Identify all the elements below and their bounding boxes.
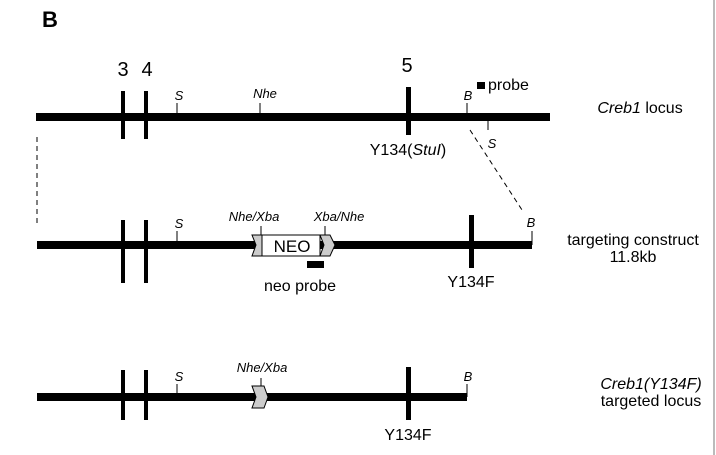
probe-label: probe: [488, 77, 529, 94]
exon-4: [144, 91, 148, 139]
exon-5: [406, 87, 411, 135]
homology-right-dash: [469, 129, 525, 214]
probe-marker: [477, 82, 485, 89]
exon-3-label: 3: [117, 59, 128, 81]
neo-cassette: [261, 234, 321, 257]
site-b: B: [527, 215, 536, 230]
site-s: S: [175, 216, 184, 231]
mutation-label: Y134(StuI): [370, 142, 447, 159]
neo-probe-marker: [307, 261, 324, 268]
site-s: S: [175, 88, 184, 103]
site-s2: S: [488, 136, 497, 151]
site-b: B: [464, 88, 473, 103]
site-s: S: [175, 369, 184, 384]
exon-5-mutant: [406, 367, 411, 420]
site-b: B: [464, 369, 473, 384]
mutation-label: Y134F: [384, 427, 431, 444]
exon-4-label: 4: [141, 59, 152, 81]
site-nhe-xba: Nhe/Xba: [229, 209, 280, 224]
construct-size: 11.8kb: [610, 249, 657, 266]
targeted-title: Creb1(Y134F): [600, 376, 701, 393]
targeted-subtitle: targeted locus: [601, 393, 702, 410]
targeting-construct: S NEO Nhe/Xba Xba/Nhe B neo probe Y134F …: [37, 209, 699, 295]
exon-3: [121, 370, 125, 420]
construct-title: targeting construct: [567, 232, 699, 249]
neo-label: NEO: [274, 237, 311, 256]
neo-probe-label: neo probe: [264, 278, 336, 295]
site-nhe-xba: Nhe/Xba: [237, 360, 288, 375]
exon-4: [144, 220, 148, 283]
site-nhe: Nhe: [253, 86, 277, 101]
exon-3: [121, 91, 125, 139]
exon-4: [144, 370, 148, 420]
locus-title: Creb1 locus: [597, 100, 682, 117]
exon-3: [121, 220, 125, 283]
targeted-locus: S Nhe/Xba B Y134F Creb1(Y134F) targeted …: [37, 360, 702, 444]
panel-label: B: [42, 7, 58, 32]
exon-5-mutant: [469, 215, 474, 268]
exon-5-label: 5: [401, 55, 412, 77]
loxp-right: [319, 234, 336, 257]
loxp-remaining: [251, 385, 269, 409]
mutation-label: Y134F: [447, 274, 494, 291]
creb1-locus: 3 4 5 S Nhe B probe S Y134(StuI) Creb1 l…: [36, 55, 683, 159]
site-xba-nhe: Xba/Nhe: [313, 209, 365, 224]
